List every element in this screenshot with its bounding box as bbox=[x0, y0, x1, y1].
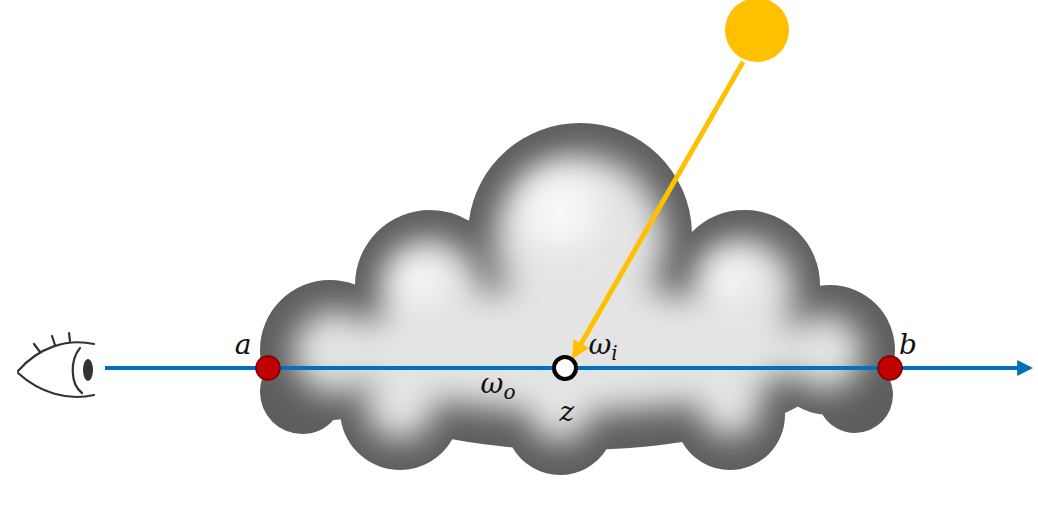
point-label: b bbox=[899, 331, 917, 359]
point-a bbox=[256, 356, 280, 380]
light-ray bbox=[574, 62, 743, 356]
cloud bbox=[250, 110, 910, 490]
sun bbox=[725, 0, 789, 62]
point-label: z bbox=[560, 398, 575, 426]
point-label: a bbox=[235, 331, 252, 359]
point-z bbox=[554, 357, 576, 379]
point-b bbox=[878, 356, 902, 380]
point-label: ωo bbox=[481, 370, 516, 402]
point-label: ωi bbox=[588, 331, 617, 363]
eye-symbol bbox=[18, 333, 94, 397]
